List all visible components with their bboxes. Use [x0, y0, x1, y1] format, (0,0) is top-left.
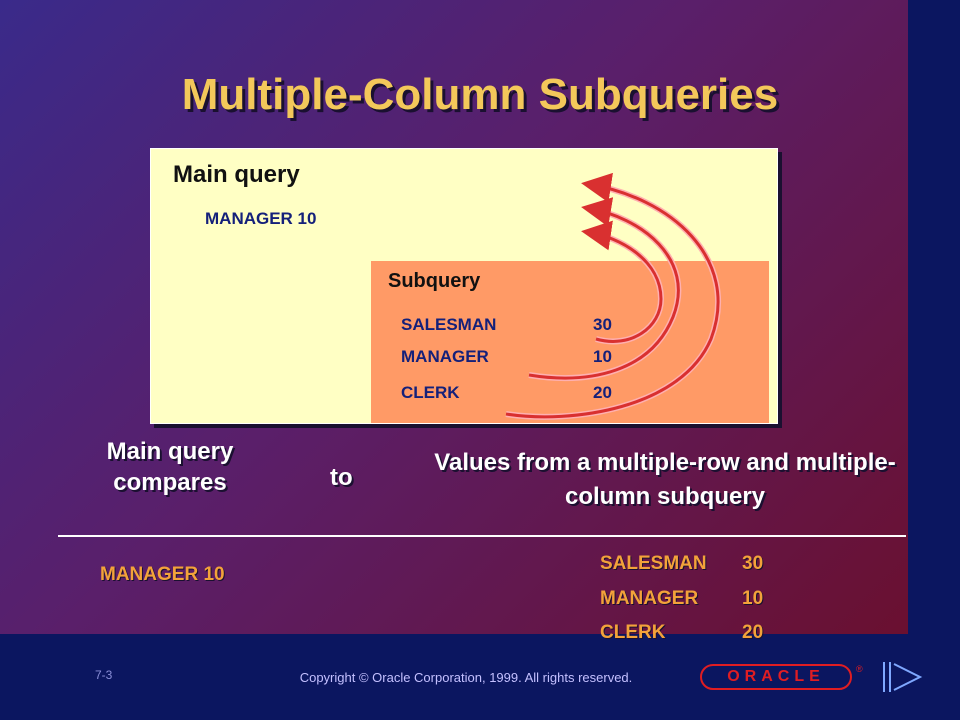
subquery-panel: Subquery SALESMAN 30 MANAGER 10 CLERK 20 — [371, 261, 769, 423]
page-number: 7-3 — [95, 668, 113, 682]
copyright-notice: Copyright © Oracle Corporation, 1999. Al… — [299, 670, 633, 685]
subquery-row: MANAGER 10 — [401, 347, 612, 367]
subquery-job: CLERK — [401, 383, 460, 402]
subquery-job: MANAGER — [401, 347, 489, 366]
arrow-arc-icon — [505, 172, 720, 419]
comparison-arrows — [505, 172, 722, 420]
result-row: SALESMAN 30 — [600, 553, 763, 575]
to-label: to — [330, 464, 353, 491]
result-dept: 20 — [742, 622, 764, 643]
main-query-heading: Main query — [173, 161, 300, 188]
main-query-panel: Main query MANAGER 10 Subquery SALESMAN 3… — [150, 148, 778, 424]
main-query-value: MANAGER 10 — [205, 209, 317, 228]
main-query-compares-label: Main query compares — [106, 438, 234, 496]
result-row: MANAGER 10 — [600, 588, 763, 610]
result-job: CLERK — [600, 622, 666, 643]
oracle-logo: ORACLE — [700, 664, 852, 690]
subquery-row: SALESMAN 30 — [401, 315, 612, 335]
result-job: SALESMAN — [600, 553, 707, 574]
subquery-job: SALESMAN — [401, 315, 497, 334]
subquery-heading: Subquery — [388, 270, 481, 292]
result-row: CLERK 20 — [600, 622, 763, 644]
arrow-arc-icon — [528, 197, 680, 380]
result-job: MANAGER — [600, 588, 699, 609]
subquery-values-label: Values from a multiple-row and multiple-… — [434, 449, 896, 510]
arrow-arc-icon — [505, 181, 722, 420]
result-main-value: MANAGER 10 — [100, 564, 225, 585]
subquery-dept: 30 — [593, 315, 612, 334]
navigation-play-icon[interactable] — [880, 660, 924, 694]
subquery-dept: 10 — [593, 347, 612, 366]
result-dept: 10 — [742, 588, 764, 609]
arrow-arc-icon — [581, 220, 663, 343]
divider — [58, 535, 906, 537]
result-dept: 30 — [742, 553, 764, 574]
slide-title: Multiple-Column Subqueries — [181, 70, 779, 119]
subquery-dept: 20 — [593, 383, 612, 402]
subquery-row: CLERK 20 — [401, 383, 612, 403]
registered-mark: ® — [856, 664, 863, 674]
